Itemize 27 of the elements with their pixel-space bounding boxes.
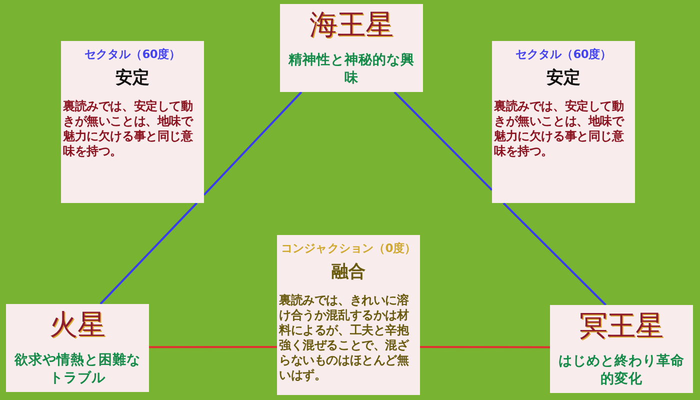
aspect-line [203, 91, 302, 196]
aspect-description: 裏読みでは、きれいに溶け合うか混乱するかは材料によるが、工夫と辛抱強く混ぜることで、混ざらないものはほとんど無いはず。 [279, 293, 410, 383]
planet-box [6, 304, 149, 392]
aspect-keyword: 安定 [546, 67, 580, 89]
aspect-line [420, 346, 550, 348]
planet-meaning: はじめと終わり革命的変化 [558, 353, 686, 388]
aspect-keyword: 融合 [332, 261, 366, 283]
aspect-card [277, 235, 420, 395]
aspect-name: セクタル（60度） [84, 47, 181, 62]
aspect-name: セクタル（60度） [515, 47, 612, 62]
planet-box [550, 305, 693, 393]
aspect-line [502, 202, 606, 306]
aspect-card [492, 41, 635, 203]
aspect-line [100, 202, 198, 305]
aspect-name: コンジャクション（0度） [280, 241, 416, 256]
aspect-line [394, 91, 493, 191]
aspect-keyword: 安定 [116, 67, 150, 89]
planet-name: 火星 [50, 307, 106, 343]
planet-meaning: 欲求や情熱と困難なトラブル [13, 352, 142, 388]
planet-name: 冥王星 [580, 308, 664, 344]
aspect-line [149, 346, 277, 348]
aspect-card [61, 41, 204, 203]
planet-box [280, 4, 423, 92]
aspect-description: 裏読みでは、安定して動きが無いことは、地味で魅力に欠ける事と同じ意味を持つ。 [494, 99, 626, 159]
planet-name: 海王星 [310, 7, 394, 43]
aspect-description: 裏読みでは、安定して動きが無いことは、地味で魅力に欠ける事と同じ意味を持つ。 [63, 99, 194, 159]
planet-meaning: 精神性と神秘的な興味 [287, 52, 416, 88]
